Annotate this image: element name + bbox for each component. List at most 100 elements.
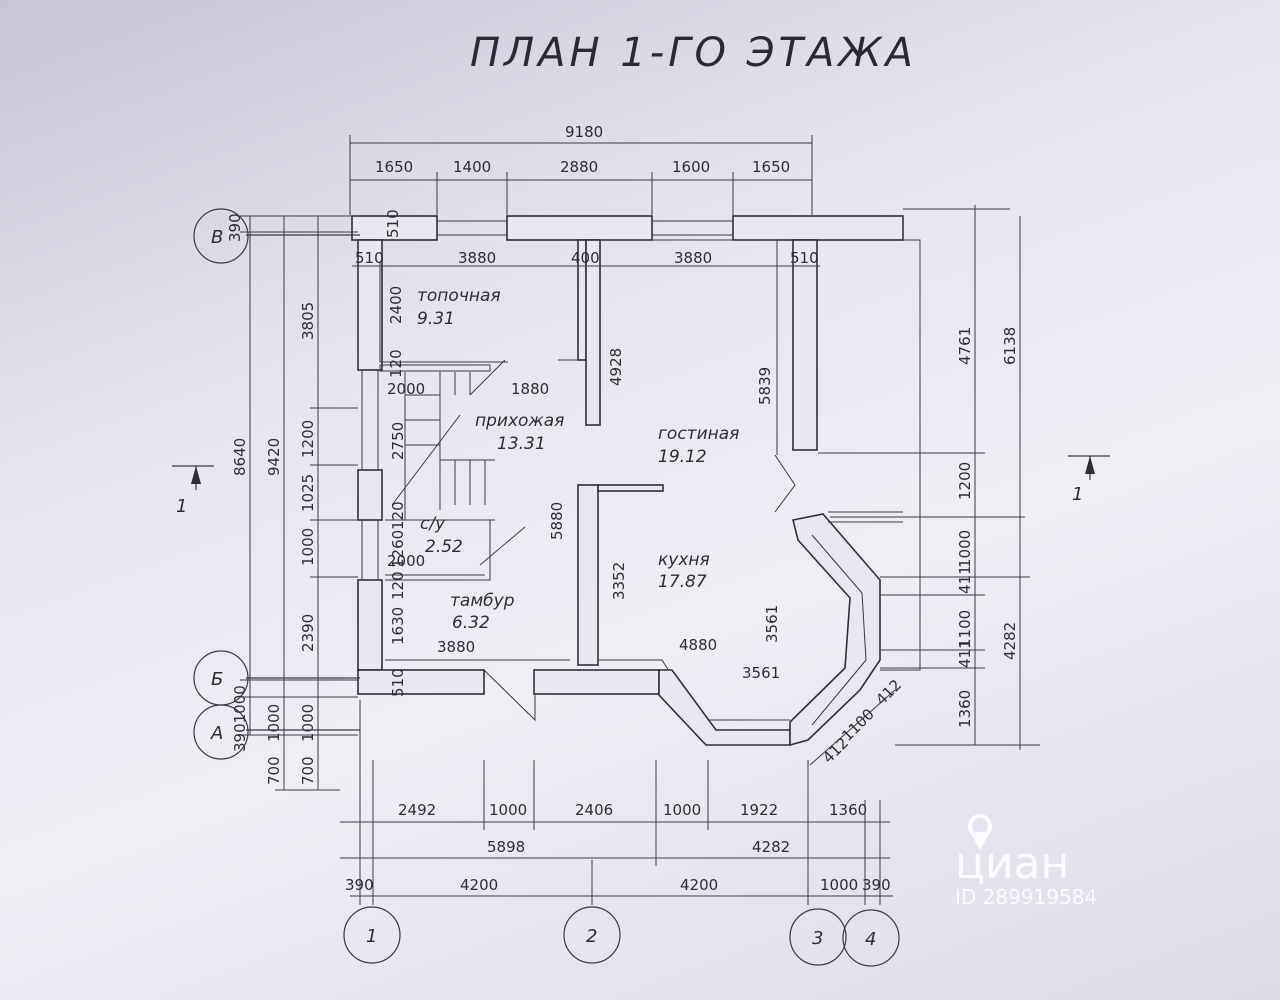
svg-text:5880: 5880 [548, 502, 566, 540]
walls [351, 215, 921, 747]
watermark-id: ID 289919584 [955, 885, 1097, 909]
svg-text:4282: 4282 [1001, 622, 1019, 660]
svg-text:1880: 1880 [511, 380, 549, 398]
svg-text:390: 390 [345, 876, 374, 894]
svg-text:1922: 1922 [740, 801, 778, 819]
room-labels: топочная 9.31 прихожая 13.31 гостиная 19… [417, 286, 739, 633]
section-mark-right: 1 [1072, 484, 1083, 505]
dim-top-seg-2: 1400 [453, 158, 491, 176]
watermark-brand: циан [955, 838, 1069, 889]
svg-text:510: 510 [790, 249, 819, 267]
svg-text:2400: 2400 [387, 286, 405, 324]
svg-text:3805: 3805 [299, 302, 317, 340]
svg-text:1000: 1000 [265, 704, 283, 742]
svg-text:1025: 1025 [299, 474, 317, 512]
svg-text:3561: 3561 [742, 664, 780, 682]
svg-text:2406: 2406 [575, 801, 613, 819]
room-area-living: 19.12 [658, 447, 707, 467]
bottom-dimensions: 2492 1000 2406 1000 1922 1360 5898 4282 … [340, 700, 893, 905]
room-area-kitchen: 17.87 [658, 572, 707, 592]
dim-top-seg-4: 1600 [672, 158, 710, 176]
svg-text:510: 510 [355, 249, 384, 267]
svg-text:1630: 1630 [389, 607, 407, 645]
svg-text:4282: 4282 [752, 838, 790, 856]
axis-label-b: Б [211, 669, 223, 690]
svg-text:2492: 2492 [398, 801, 436, 819]
axis-label-3: 3 [812, 928, 823, 949]
axis-label-4: 4 [865, 929, 876, 950]
svg-text:3561: 3561 [763, 605, 781, 643]
svg-text:400: 400 [571, 249, 600, 267]
dim-top-seg-5: 1650 [752, 158, 790, 176]
axis-circle-4 [842, 909, 900, 967]
svg-text:1360: 1360 [829, 801, 867, 819]
svg-text:1260: 1260 [389, 530, 407, 568]
room-area-boiler: 9.31 [417, 309, 455, 329]
svg-text:1000: 1000 [299, 528, 317, 566]
svg-text:4928: 4928 [607, 348, 625, 386]
axis-label-2: 2 [586, 926, 597, 947]
svg-text:390: 390 [862, 876, 891, 894]
svg-text:411: 411 [956, 565, 974, 594]
axis-circle-2 [563, 906, 621, 964]
svg-text:2750: 2750 [389, 422, 407, 460]
room-area-vestibule: 6.32 [452, 613, 490, 633]
svg-text:4200: 4200 [460, 876, 498, 894]
svg-text:3880: 3880 [674, 249, 712, 267]
svg-text:1200: 1200 [956, 462, 974, 500]
dim-top-seg-1: 1650 [375, 158, 413, 176]
dim-top-seg-3: 2880 [560, 158, 598, 176]
svg-text:4880: 4880 [679, 636, 717, 654]
svg-text:3880: 3880 [458, 249, 496, 267]
axis-label-a: А [210, 723, 223, 744]
inner-dimensions: 510 3880 400 3880 510 510 2400 120 2000 … [352, 209, 820, 697]
svg-text:120: 120 [389, 571, 407, 600]
svg-text:412: 412 [872, 676, 905, 709]
axis-circle-1 [343, 906, 401, 964]
section-mark-left: 1 [176, 496, 187, 517]
left-dimensions: 390 3805 1200 1025 1000 2390 8640 9420 3… [226, 213, 358, 791]
svg-text:5898: 5898 [487, 838, 525, 856]
svg-text:411: 411 [956, 639, 974, 668]
room-name-wc: с/у [420, 514, 446, 534]
svg-text:390: 390 [226, 213, 244, 242]
axis-circle-a [193, 704, 249, 760]
svg-text:1000: 1000 [663, 801, 701, 819]
svg-text:120: 120 [389, 501, 407, 530]
svg-text:9420: 9420 [265, 438, 283, 476]
axis-circle-v [193, 208, 249, 264]
svg-text:510: 510 [384, 209, 402, 238]
svg-text:700: 700 [265, 756, 283, 785]
section-marks: 1 1 [172, 455, 1110, 517]
location-pin-icon [968, 814, 992, 850]
svg-text:4761: 4761 [956, 327, 974, 365]
svg-text:1200: 1200 [299, 420, 317, 458]
svg-text:2000: 2000 [387, 552, 425, 570]
room-name-kitchen: кухня [658, 550, 710, 570]
room-name-living: гостиная [658, 424, 739, 444]
plan-title: ПЛАН 1-ГО ЭТАЖА [470, 30, 917, 76]
svg-text:3352: 3352 [610, 562, 628, 600]
room-area-hall: 13.31 [497, 434, 546, 454]
svg-text:3901000: 3901000 [231, 685, 249, 752]
svg-text:2000: 2000 [387, 380, 425, 398]
svg-text:3880: 3880 [437, 638, 475, 656]
svg-text:6138: 6138 [1001, 327, 1019, 365]
axis-label-v: В [211, 227, 223, 248]
axis-circle-3 [789, 908, 847, 966]
svg-text:1360: 1360 [956, 690, 974, 728]
room-area-wc: 2.52 [425, 537, 463, 557]
right-dimensions: 4761 6138 1200 1000 411 1100 411 1360 42… [820, 205, 1040, 750]
watermark: циан ID 289919584 [955, 814, 1097, 909]
axis-markers: В Б А 1 2 3 4 [193, 208, 900, 967]
svg-text:4200: 4200 [680, 876, 718, 894]
svg-text:8640: 8640 [231, 438, 249, 476]
svg-text:5839: 5839 [756, 367, 774, 405]
svg-text:1000: 1000 [956, 530, 974, 568]
svg-text:1000: 1000 [820, 876, 858, 894]
svg-text:1000: 1000 [299, 704, 317, 742]
room-name-hall: прихожая [475, 411, 564, 431]
svg-text:510: 510 [389, 668, 407, 697]
svg-text:700: 700 [299, 756, 317, 785]
